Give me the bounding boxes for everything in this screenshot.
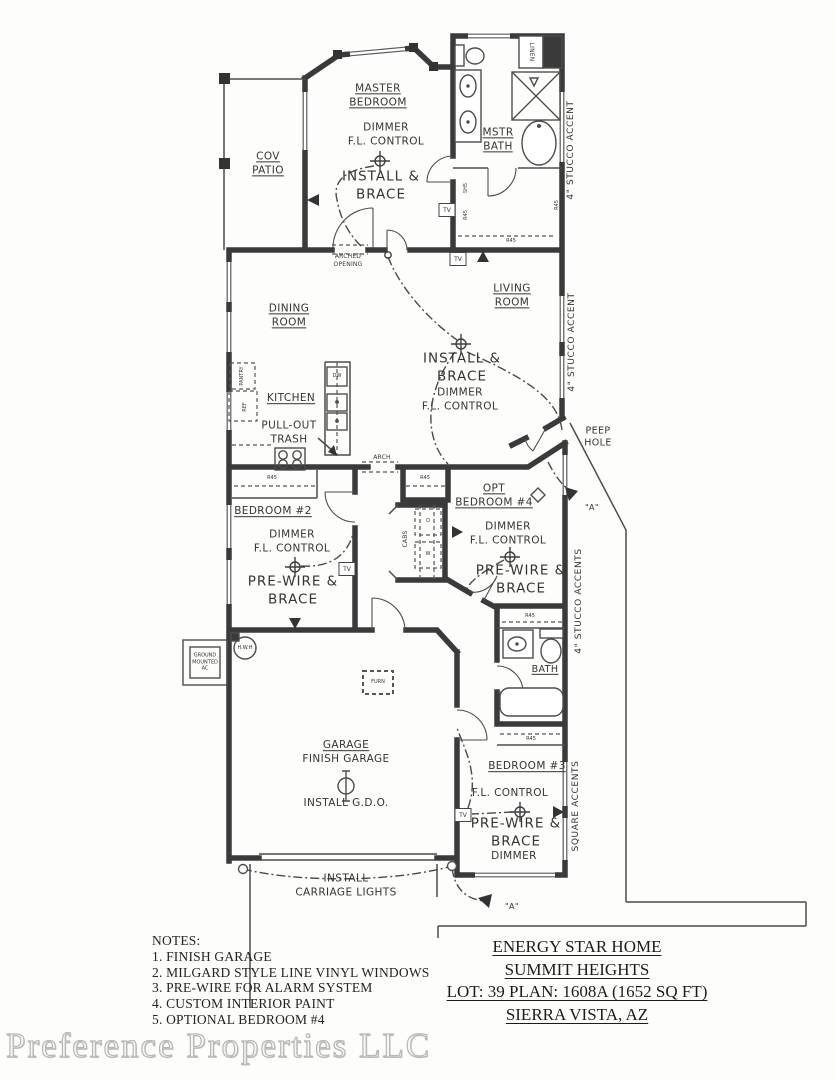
label-ref: REF <box>241 402 248 412</box>
title-line-4: SIERRA VISTA, AZ <box>505 1004 649 1024</box>
label-install-gdo: INSTALL G.D.O. <box>303 797 389 810</box>
label-stucco-accents: 4" STUCCO ACCENTS <box>574 548 585 654</box>
tv-outlet-living: TV <box>449 252 467 266</box>
note-item: 3. PRE-WIRE FOR ALARM SYSTEM <box>152 980 373 996</box>
title-line-1: ENERGY STAR HOME <box>492 937 662 956</box>
label-bath: BATH <box>531 663 559 675</box>
notes-heading: NOTES: <box>152 933 201 948</box>
label-finish-garage: FINISH GARAGE <box>302 753 390 766</box>
tv-outlet-bed2: TV <box>338 562 356 576</box>
label-marker-a-entry: "A" <box>584 502 600 512</box>
label-living-room: LIVING ROOM <box>493 282 531 308</box>
label-bedroom-3: BEDROOM #3 <box>488 760 566 773</box>
door-swings <box>324 155 547 741</box>
label-install-carriage-lights: INSTALL CARRIAGE LIGHTS <box>295 872 397 898</box>
label-washer: W <box>425 550 431 557</box>
label-bed4-prewire-brace: PRE-WIRE & BRACE <box>475 562 567 596</box>
label-linen: LINEN <box>527 42 535 62</box>
label-kitchen: KITCHEN <box>266 392 316 405</box>
label-r45-master-1: R45 <box>462 210 469 220</box>
label-r45-bed2-closet: R45 <box>267 474 277 481</box>
note-item: 2. MILGARD STYLE LINE VINYL WINDOWS <box>152 964 430 980</box>
label-r45-bed3-closet: R45 <box>526 735 536 742</box>
label-dryer: D <box>426 517 430 524</box>
label-pull-out-trash: PULL-OUT TRASH <box>261 419 317 445</box>
label-living-dimmer: DIMMER F.L. CONTROL <box>421 386 499 412</box>
label-bed3-dimmer: DIMMER <box>491 850 537 863</box>
label-living-install-brace: INSTALL & BRACE <box>423 350 501 384</box>
label-arched-opening: ARCHED OPENING <box>333 253 363 268</box>
label-dw: DW <box>332 372 342 379</box>
windows <box>225 32 569 879</box>
title-block: ENERGY STAR HOME SUMMIT HEIGHTS LOT: 39 … <box>447 936 708 1026</box>
title-line-2: SUMMIT HEIGHTS <box>504 959 650 979</box>
notes-list: NOTES: 1. FINISH GARAGE 2. MILGARD STYLE… <box>152 933 429 1028</box>
tv-outlet-master: TV <box>438 203 456 217</box>
label-ground-mounted-ac: GROUND MOUNTED AC <box>192 652 218 672</box>
label-r45-bath-top: R45 <box>525 612 535 619</box>
label-master-install-brace: INSTALL & BRACE <box>342 168 420 202</box>
label-bed2-prewire-brace: PRE-WIRE & BRACE <box>247 573 339 607</box>
label-pantry: PANTRY <box>238 366 245 386</box>
label-r45-master-3: R45 <box>506 237 516 244</box>
label-bed3-fl-control: F.L. CONTROL <box>471 787 549 800</box>
label-cabs: CABS <box>402 530 410 548</box>
label-opt-bedroom-4: OPT BEDROOM #4 <box>455 482 533 508</box>
watermark-text: Preference Properties LLC <box>5 1025 432 1065</box>
note-item: 1. FINISH GARAGE <box>152 948 272 964</box>
label-r45-master-2: R45 <box>553 200 560 210</box>
label-bedroom-2: BEDROOM #2 <box>234 505 312 518</box>
arrows-posts <box>219 43 578 908</box>
label-hwh: H.W.H <box>237 644 253 651</box>
label-stucco-accent-top: 4" STUCCO ACCENT <box>566 100 577 200</box>
note-item: 4. CUSTOM INTERIOR PAINT <box>152 996 335 1012</box>
label-master-bedroom: MASTER BEDROOM <box>349 82 407 108</box>
label-sh5: SH5 <box>462 182 469 194</box>
label-peep-hole: PEEP HOLE <box>584 425 612 449</box>
label-mstr-bath: MSTR BATH <box>482 126 514 152</box>
label-cov-patio: COV PATIO <box>252 150 284 176</box>
fixtures <box>182 35 564 875</box>
label-master-dimmer: DIMMER F.L. CONTROL <box>347 121 425 147</box>
label-bed4-dimmer: DIMMER F.L. CONTROL <box>469 520 547 546</box>
label-dining-room: DINING ROOM <box>268 302 310 328</box>
label-furn: FURN <box>371 678 385 685</box>
label-r45-hall-closet: R45 <box>420 474 430 481</box>
tv-outlet-bed3: TV <box>454 808 472 822</box>
fan-light-symbols <box>285 151 530 822</box>
label-marker-a-bottom: "A" <box>504 901 520 911</box>
label-bed3-prewire-brace: PRE-WIRE & BRACE <box>470 815 562 849</box>
wiring-curves <box>242 165 571 902</box>
label-bed2-dimmer: DIMMER F.L. CONTROL <box>253 528 331 554</box>
label-stucco-accent-mid: 4" STUCCO ACCENT <box>567 292 578 392</box>
label-square-accents: SQUARE ACCENTS <box>571 760 582 852</box>
label-arch: ARCH <box>373 454 391 462</box>
title-line-3: LOT: 39 PLAN: 1608A (1652 SQ FT) <box>446 982 708 1002</box>
label-garage: GARAGE <box>322 739 370 752</box>
note-item: 5. OPTIONAL BEDROOM #4 <box>152 1011 325 1027</box>
dashed-lines <box>228 235 562 735</box>
